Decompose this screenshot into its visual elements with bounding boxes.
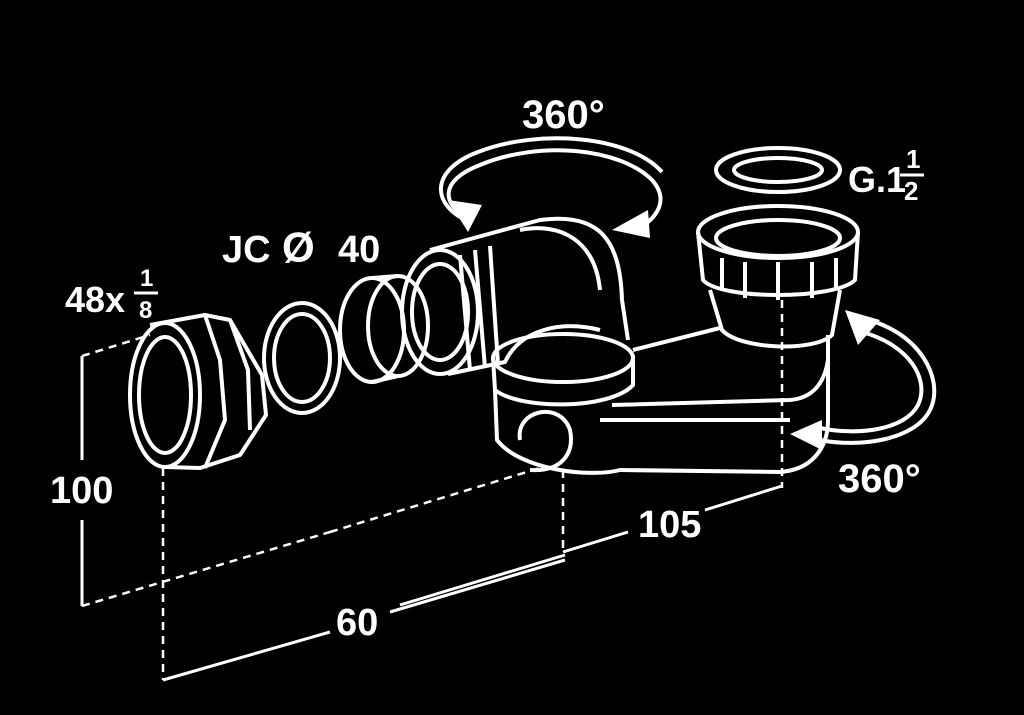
pipe-diameter-label: 40 xyxy=(338,229,380,271)
union-nut xyxy=(128,313,268,470)
dimension-height-label: 100 xyxy=(50,470,113,512)
rotation-right-label: 360° xyxy=(838,457,921,501)
top-rotation-arrow xyxy=(439,136,664,238)
nut-frac-num: 1 xyxy=(140,265,153,292)
nut-frac-den: 8 xyxy=(139,297,152,324)
dimension-length-label: 105 xyxy=(638,504,701,546)
siphon-body xyxy=(491,326,830,475)
threaded-riser xyxy=(696,204,860,349)
gasket-frac-den: 2 xyxy=(904,176,918,206)
gasket-frac-num: 1 xyxy=(906,144,920,174)
dimension-offset-label: 60 xyxy=(336,602,378,644)
nut-thread-label: 48x xyxy=(65,279,125,320)
pipe-prefix-label: JC xyxy=(222,229,271,271)
rotation-top-label: 360° xyxy=(522,93,605,137)
pipe-diameter-symbol: Ø xyxy=(282,224,315,271)
o-ring xyxy=(262,301,342,415)
labels: 360° 360° G.1 1 2 48x 1 8 JC Ø 40 100 60… xyxy=(50,93,924,644)
flat-gasket xyxy=(714,146,842,194)
gasket-thread-label: G.1 xyxy=(848,159,906,200)
threaded-elbow xyxy=(400,216,630,376)
right-rotation-arrow xyxy=(790,310,937,450)
dimension-lines xyxy=(80,300,784,682)
